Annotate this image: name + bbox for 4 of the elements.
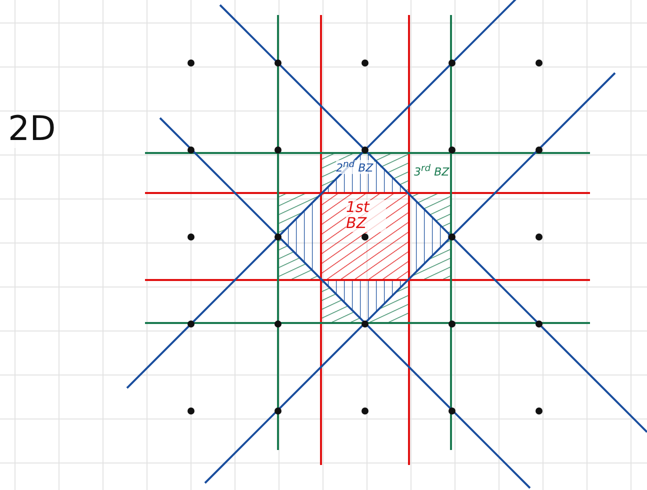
zone-label: 2$^{nd}$ BZ bbox=[336, 160, 374, 174]
dimension-label: 2D bbox=[8, 112, 56, 148]
zone-label: 3$^{rd}$ BZ bbox=[414, 164, 450, 178]
zone-label: 1st BZ bbox=[346, 200, 386, 232]
